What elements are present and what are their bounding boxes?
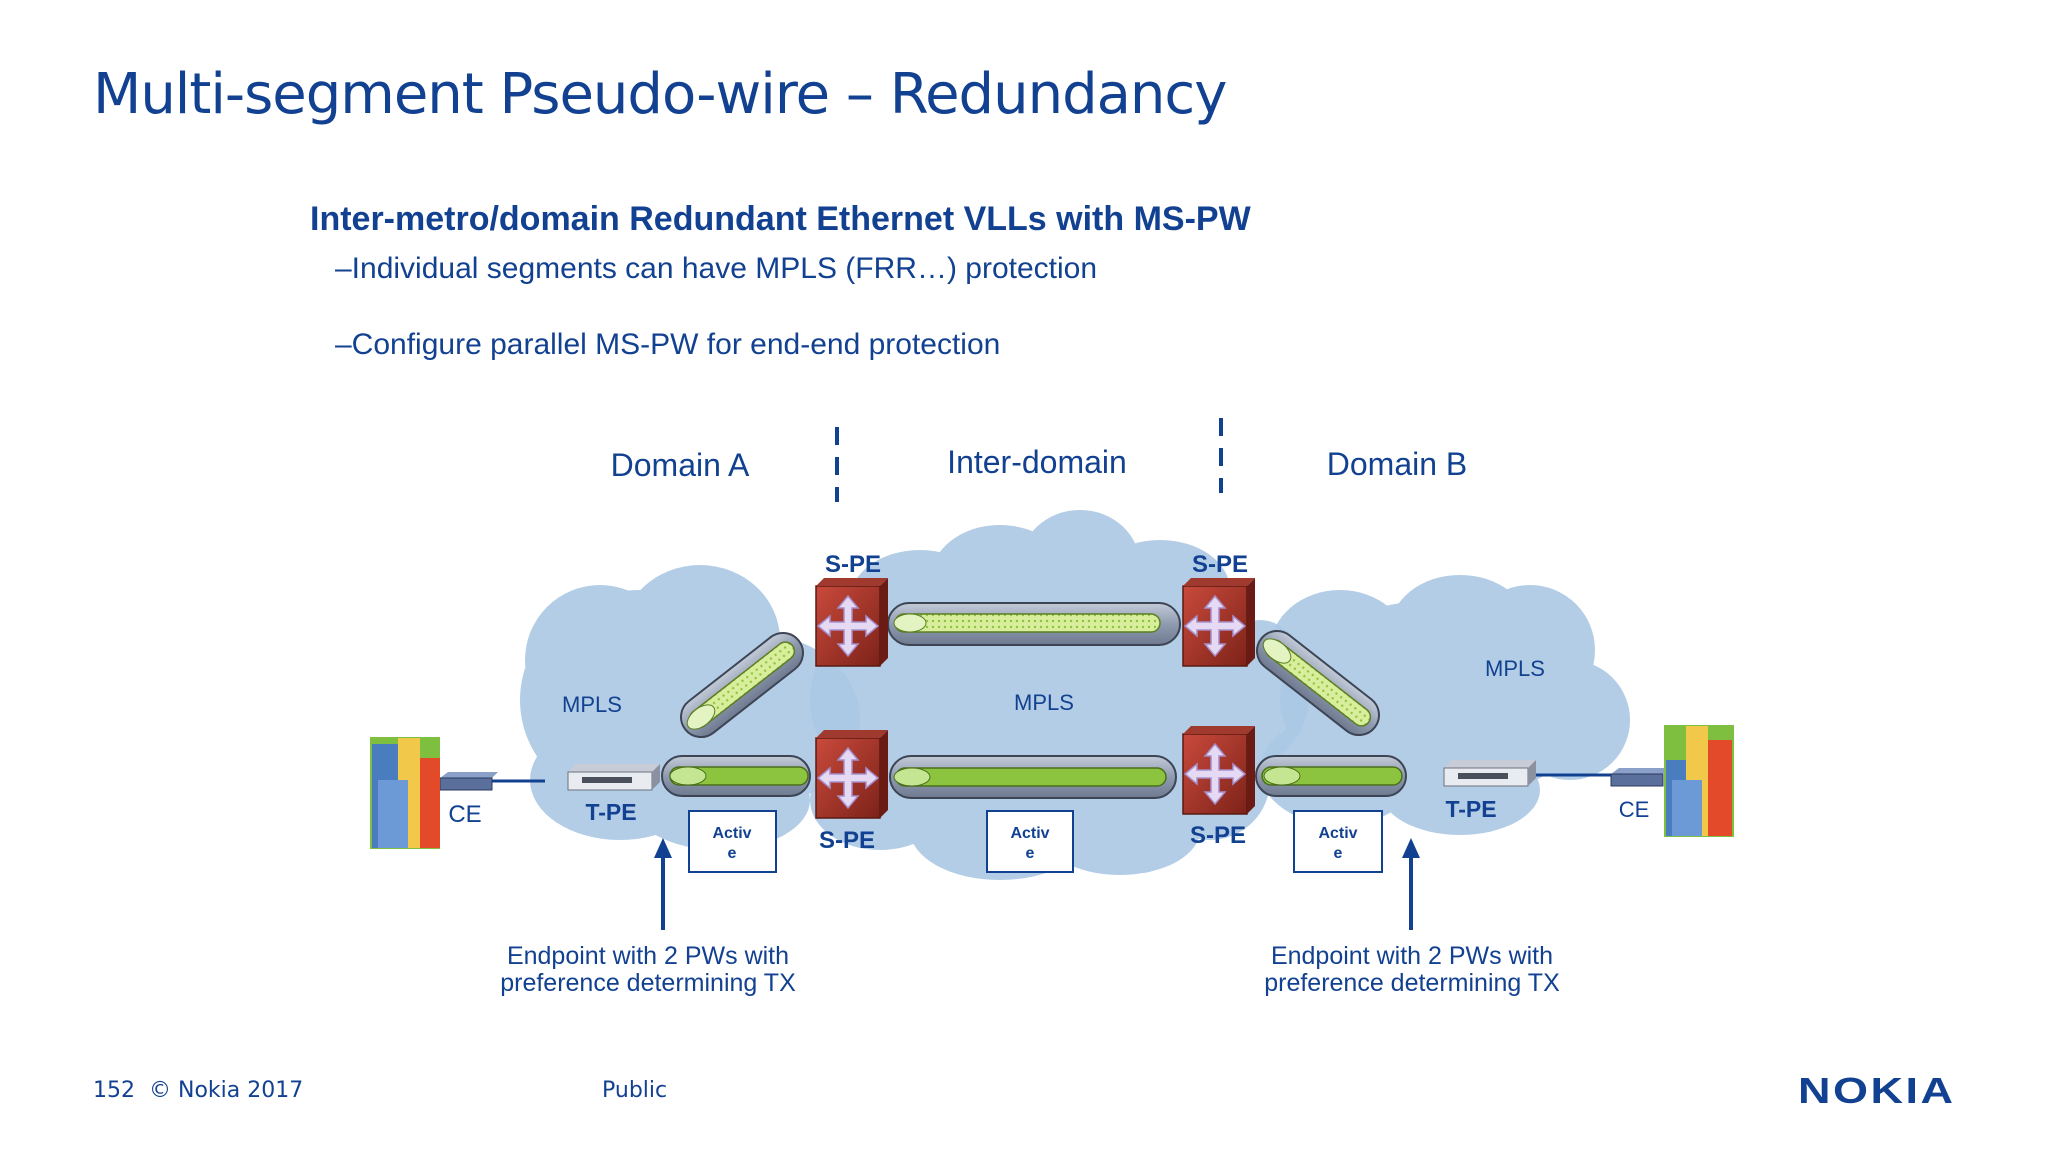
copyright: © Nokia 2017 <box>149 1078 304 1103</box>
active-box-right: Activ e <box>1293 810 1383 873</box>
ce-router-left <box>439 771 499 791</box>
building-icon-left <box>370 737 440 849</box>
bullet-2: –Configure parallel MS-PW for end-end pr… <box>335 328 1001 361</box>
s-pe-label-top-right: S-PE <box>1192 551 1248 578</box>
active-label-left-line1: Activ <box>712 825 751 842</box>
subheading: Inter-metro/domain Redundant Ethernet VL… <box>310 200 1251 238</box>
ce-router-right <box>1610 767 1670 787</box>
s-pe-router-bottom-left <box>815 729 889 819</box>
domain-a-label: Domain A <box>611 447 750 483</box>
endpoint-note-left-line2: preference determining TX <box>500 969 796 997</box>
active-box-left: Activ e <box>688 810 777 873</box>
mpls-label-a: MPLS <box>562 692 622 717</box>
ce-label-left: CE <box>448 801 481 828</box>
s-pe-label-bottom-left: S-PE <box>819 827 875 854</box>
nokia-logo: NOKIA <box>1798 1070 1956 1111</box>
t-pe-router-right <box>1443 759 1537 787</box>
active-label-right-line2: e <box>1334 845 1343 862</box>
active-box-center: Activ e <box>986 810 1074 873</box>
inter-domain-label: Inter-domain <box>947 444 1127 480</box>
domain-b-label: Domain B <box>1327 446 1468 482</box>
ce-label-right: CE <box>1619 797 1650 822</box>
s-pe-label-top-left: S-PE <box>825 551 881 578</box>
s-pe-label-bottom-right: S-PE <box>1190 822 1246 849</box>
mpls-label-b: MPLS <box>1485 656 1545 681</box>
classification-label: Public <box>602 1078 668 1103</box>
endpoint-note-left-line1: Endpoint with 2 PWs with <box>507 942 789 970</box>
tunnel-diagonal-a <box>680 631 804 739</box>
tunnel-bottom-a <box>661 755 811 797</box>
slide-title: Multi-segment Pseudo-wire – Redundancy <box>93 62 1227 127</box>
t-pe-label-right: T-PE <box>1445 796 1496 822</box>
endpoint-note-right-line2: preference determining TX <box>1264 969 1560 997</box>
tunnel-top-inter <box>887 602 1181 646</box>
s-pe-router-top-left <box>815 577 889 667</box>
s-pe-router-bottom-right <box>1182 725 1256 815</box>
s-pe-router-top-right <box>1182 577 1256 667</box>
building-icon-right <box>1664 725 1734 837</box>
footer-page-copyright: 152 © Nokia 2017 <box>93 1078 303 1103</box>
bullet-1: –Individual segments can have MPLS (FRR…… <box>335 252 1098 285</box>
active-label-center-line2: e <box>1026 845 1035 862</box>
t-pe-label-left: T-PE <box>585 799 636 825</box>
tunnel-bottom-b <box>1255 755 1407 797</box>
tunnel-diagonal-b <box>1256 629 1380 737</box>
active-label-center-line1: Activ <box>1010 825 1049 842</box>
active-label-right-line1: Activ <box>1318 825 1357 842</box>
page-number: 152 <box>93 1078 135 1103</box>
t-pe-router-left <box>567 763 661 791</box>
tunnel-bottom-inter <box>889 755 1177 799</box>
active-label-left-line2: e <box>728 845 737 862</box>
endpoint-arrow-right <box>1402 838 1420 930</box>
endpoint-arrow-left <box>654 838 672 930</box>
endpoint-note-right-line1: Endpoint with 2 PWs with <box>1271 942 1553 970</box>
mpls-label-inter: MPLS <box>1014 690 1074 715</box>
